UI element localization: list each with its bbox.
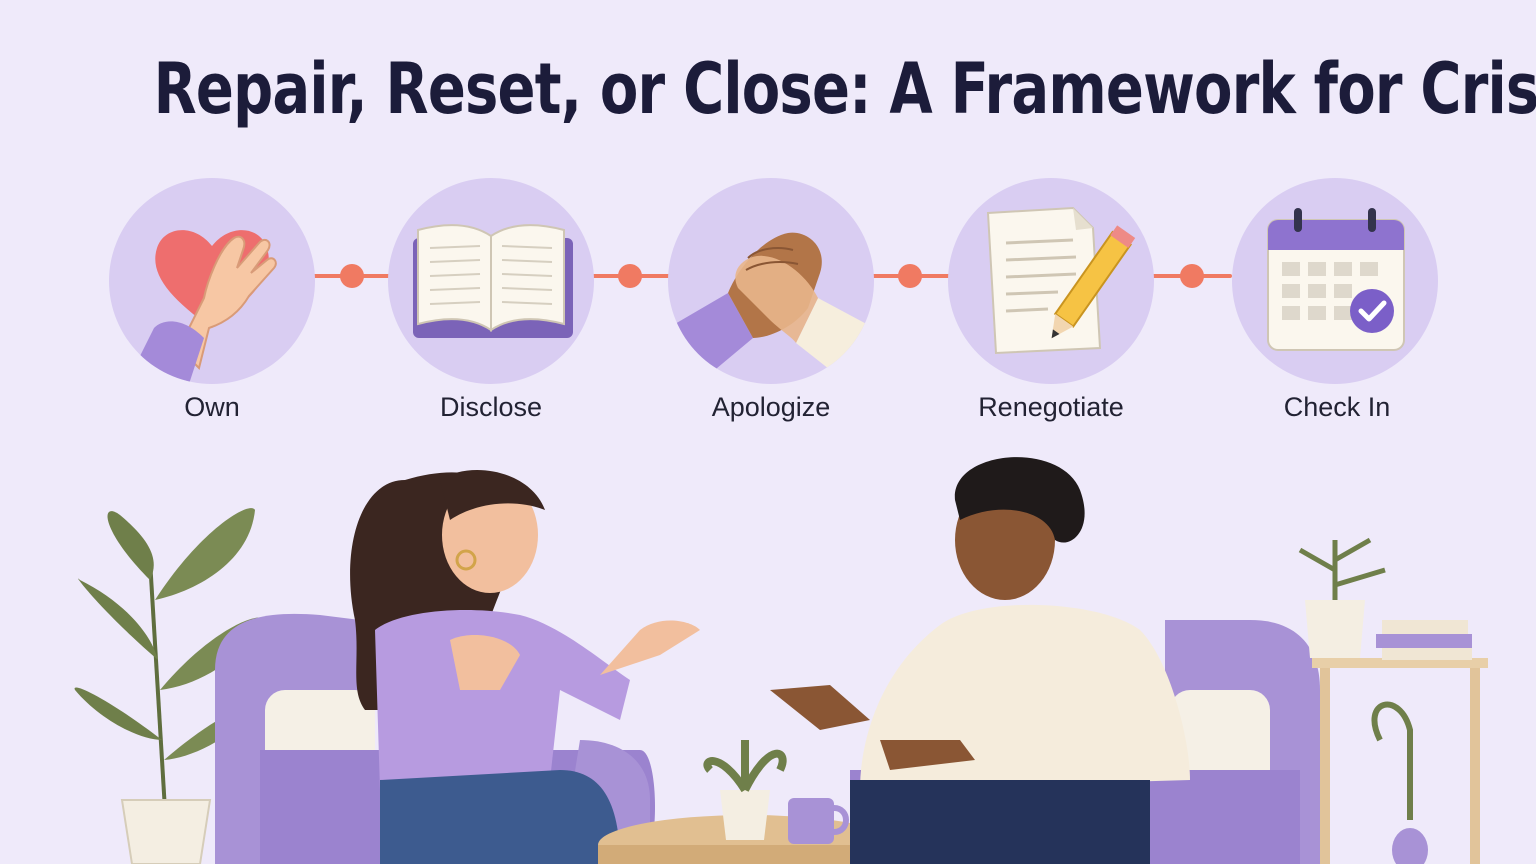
connector-dot: [898, 264, 922, 288]
woman-figure: [350, 470, 700, 864]
side-shelf: [1298, 537, 1488, 864]
step-checkin-label: Check In: [1283, 392, 1391, 422]
connector-dot: [618, 264, 642, 288]
man-figure: [770, 457, 1190, 864]
conversation-illustration: [0, 440, 1536, 864]
step-checkin-circle: [1232, 178, 1438, 384]
handshake-icon: [668, 232, 874, 384]
scene-svg: [74, 457, 1488, 864]
hand-on-heart-icon: [129, 230, 277, 384]
open-book-icon: [413, 224, 573, 338]
connector-dot: [1180, 264, 1204, 288]
step-renegotiate-circle: [948, 178, 1154, 384]
step-renegotiate-label: Renegotiate: [978, 392, 1124, 422]
page-title: Repair, Reset, or Close: A Framework for…: [153, 48, 1536, 130]
step-apologize-label: Apologize: [711, 392, 831, 422]
document-pencil-icon: [986, 206, 1136, 355]
connector-dot: [340, 264, 364, 288]
step-disclose-label: Disclose: [439, 392, 543, 422]
coffee-table: [598, 740, 898, 864]
step-disclose-circle: [388, 178, 594, 384]
step-own-label: Own: [184, 392, 240, 422]
framework-steps: Own Disclose Apo: [0, 170, 1536, 440]
step-apologize-circle: [668, 178, 874, 384]
step-own-circle: [109, 178, 315, 384]
calendar-check-icon: [1267, 208, 1405, 351]
